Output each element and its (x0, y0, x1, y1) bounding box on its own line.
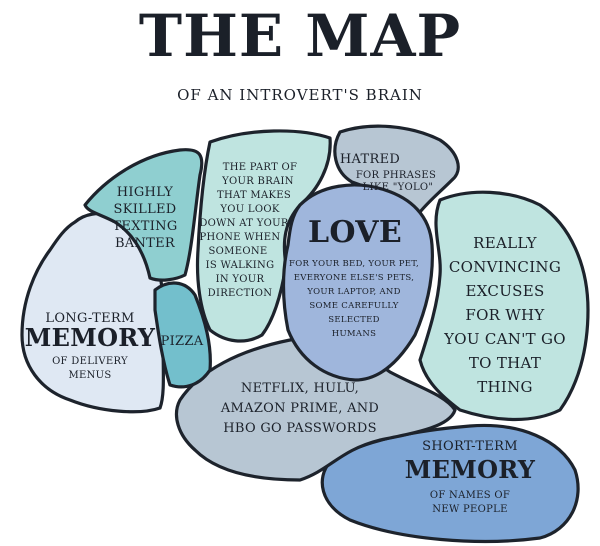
excuses-line-3: EXCUSES (465, 282, 544, 300)
phone-line-3: THAT MAKES (217, 190, 291, 201)
love-heading: LOVE (308, 215, 402, 250)
love-line-1: FOR YOUR BED, YOUR PET, (289, 259, 419, 269)
phone-line-2: YOUR BRAIN (221, 176, 294, 187)
phone-line-7: SOMEONE (209, 246, 268, 257)
hatred-line-2: FOR PHRASES (356, 170, 436, 181)
page-subtitle: OF AN INTROVERT'S BRAIN (177, 86, 423, 104)
love-line-6: HUMANS (332, 329, 376, 339)
long-term-line-1: LONG-TERM (45, 311, 134, 326)
excuses-line-2: CONVINCING (449, 258, 561, 276)
hatred-line-3: LIKE "YOLO" (363, 182, 434, 193)
excuses-line-1: REALLY (473, 234, 538, 252)
phone-line-5: DOWN AT YOUR (199, 218, 288, 229)
phone-line-10: DIRECTION (208, 288, 273, 299)
phone-line-1: THE PART OF (223, 162, 298, 173)
region-pizza (153, 281, 212, 389)
love-line-2: EVERYONE ELSE'S PETS, (294, 273, 414, 283)
region-hatred (333, 124, 460, 214)
short-term-line-4: NEW PEOPLE (432, 504, 507, 515)
love-line-4: SOME CAREFULLY (309, 301, 398, 311)
pizza-label: PIZZA (161, 334, 204, 349)
netflix-line-2: AMAZON PRIME, AND (220, 401, 379, 416)
excuses-line-6: TO THAT (469, 354, 541, 372)
texting-line-4: BANTER (115, 236, 176, 251)
netflix-line-3: HBO GO PASSWORDS (223, 421, 377, 436)
phone-line-8: IS WALKING (206, 260, 275, 271)
long-term-line-4: MENUS (68, 370, 111, 381)
excuses-line-5: YOU CAN'T GO (443, 330, 566, 348)
short-term-line-1: SHORT-TERM (422, 439, 518, 454)
texting-line-3: TEXTING (112, 219, 177, 234)
netflix-line-1: NETFLIX, HULU, (241, 381, 359, 396)
texting-line-2: SKILLED (113, 202, 176, 217)
region-texting-banter (83, 148, 204, 282)
excuses-line-7: THING (477, 378, 533, 396)
short-term-line-3: OF NAMES OF (430, 490, 510, 501)
region-excuses (418, 190, 590, 422)
page-title: THE MAP (139, 2, 461, 70)
love-line-5: SELECTED (328, 315, 379, 325)
region-phone-avoidance (195, 129, 332, 343)
phone-line-6: PHONE WHEN (200, 232, 281, 243)
phone-line-4: YOU LOOK (219, 204, 280, 215)
region-short-term-memory (320, 423, 580, 544)
region-love (281, 183, 434, 382)
phone-line-9: IN YOUR (216, 274, 265, 285)
long-term-line-2: MEMORY (25, 323, 156, 352)
hatred-line-1: HATRED (340, 152, 400, 167)
texting-line-1: HIGHLY (117, 185, 173, 200)
short-term-line-2: MEMORY (405, 455, 536, 484)
region-netflix-passwords (174, 337, 457, 482)
love-line-3: YOUR LAPTOP, AND (306, 287, 401, 297)
long-term-line-3: OF DELIVERY (52, 356, 128, 367)
excuses-line-4: FOR WHY (465, 306, 545, 324)
